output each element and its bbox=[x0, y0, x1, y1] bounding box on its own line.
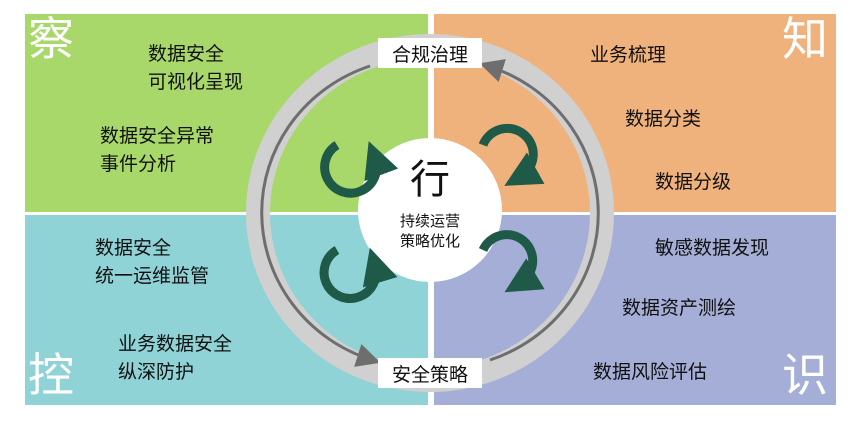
item-line: 数据安全 bbox=[148, 43, 225, 65]
ring-label-bottom-bg bbox=[378, 358, 482, 388]
quadrant-observe bbox=[25, 14, 428, 212]
item-line: 业务数据安全 bbox=[118, 333, 233, 355]
ring-label-strategy: 安全策略 bbox=[391, 364, 468, 386]
item-anomaly-analysis: 数据安全异常 事件分析 bbox=[100, 122, 214, 178]
ring-label-compliance: 合规治理 bbox=[391, 44, 468, 66]
corner-char-control: 控 bbox=[28, 348, 74, 402]
corner-char-identify: 识 bbox=[782, 348, 828, 402]
item-risk-assessment: 数据风险评估 bbox=[593, 361, 708, 383]
item-business-review: 业务梳理 bbox=[590, 44, 667, 66]
cycle-arrow-icon bbox=[320, 141, 399, 198]
item-line: 统一运维监管 bbox=[95, 265, 210, 287]
item-line: 数据安全 bbox=[95, 237, 172, 259]
cycle-arrow-icon bbox=[478, 123, 545, 186]
item-line: 数据安全异常 bbox=[100, 125, 215, 147]
ring-arrow-right bbox=[479, 59, 600, 362]
item-data-classification: 数据分类 bbox=[625, 108, 702, 130]
item-line: 可视化呈现 bbox=[148, 71, 244, 93]
item-line: 事件分析 bbox=[100, 153, 177, 175]
quadrant-know bbox=[434, 14, 836, 212]
ring-label-top-bg bbox=[378, 38, 482, 68]
item-defense-in-depth: 业务数据安全 纵深防护 bbox=[118, 330, 232, 386]
cycle-arrow-icon bbox=[478, 230, 545, 293]
item-data-grading: 数据分级 bbox=[655, 171, 732, 193]
item-unified-ops: 数据安全 统一运维监管 bbox=[95, 234, 209, 290]
item-visualization: 数据安全 可视化呈现 bbox=[148, 40, 243, 96]
item-sensitive-discovery: 敏感数据发现 bbox=[655, 237, 770, 259]
item-line: 纵深防护 bbox=[118, 361, 195, 383]
item-asset-mapping: 数据资产测绘 bbox=[622, 297, 737, 319]
center-title: 行 bbox=[410, 157, 450, 203]
center-line-2: 策略优化 bbox=[399, 232, 460, 250]
ring-arrow-left bbox=[260, 64, 381, 367]
cycle-arrow-icon bbox=[319, 246, 398, 303]
corner-char-know: 知 bbox=[782, 12, 828, 66]
center-line-1: 持续运营 bbox=[399, 212, 460, 230]
corner-char-observe: 察 bbox=[28, 12, 74, 66]
